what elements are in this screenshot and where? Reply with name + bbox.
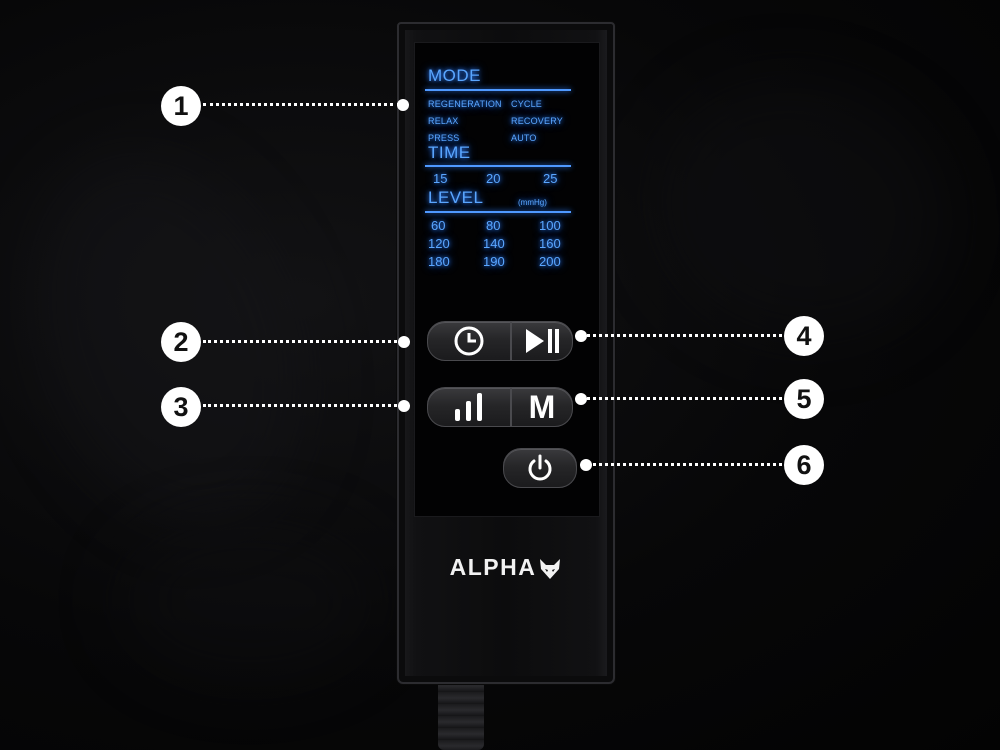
- time-value: 20: [486, 171, 501, 186]
- level-divider: [425, 211, 571, 213]
- mode-relax: RELAX: [428, 116, 459, 126]
- callout-2: 2: [161, 322, 201, 362]
- mode-header: MODE: [428, 66, 481, 85]
- callout-1-leader: [203, 103, 400, 106]
- mode-press: PRESS: [428, 133, 460, 143]
- level-value: 160: [539, 236, 561, 251]
- level-value: 140: [483, 236, 505, 251]
- mode-divider: [425, 89, 571, 91]
- level-value: 60: [431, 218, 446, 233]
- level-button[interactable]: [427, 387, 511, 427]
- callout-2-leader: [203, 340, 402, 343]
- level-unit: (mmHg): [518, 198, 547, 207]
- brand-name: ALPHA: [449, 554, 537, 580]
- callout-4-leader: [582, 334, 782, 337]
- callout-5-pin: [575, 393, 587, 405]
- level-value: 120: [428, 236, 450, 251]
- play-pause-icon: [526, 329, 559, 353]
- callout-3-pin: [398, 400, 410, 412]
- callout-6-leader: [588, 463, 782, 466]
- bars-icon: [455, 393, 482, 421]
- callout-5: 5: [784, 379, 824, 419]
- callout-4-pin: [575, 330, 587, 342]
- clock-icon: [454, 326, 484, 356]
- remote-control: MODE REGENERATION CYCLE RELAX RECOVERY P…: [397, 22, 615, 684]
- time-value: 15: [433, 171, 448, 186]
- time-divider: [425, 165, 571, 167]
- mode-button[interactable]: M: [511, 387, 573, 427]
- level-value: 190: [483, 254, 505, 269]
- callout-5-leader: [582, 397, 782, 400]
- background-fold: [120, 520, 380, 680]
- level-header: LEVEL: [428, 188, 484, 207]
- level-value: 200: [539, 254, 561, 269]
- mode-recovery: RECOVERY: [511, 116, 563, 126]
- callout-1: 1: [161, 86, 201, 126]
- play-pause-button[interactable]: [511, 321, 573, 361]
- power-icon: [528, 454, 552, 481]
- time-header: TIME: [428, 143, 471, 162]
- level-value: 180: [428, 254, 450, 269]
- callout-6-pin: [580, 459, 592, 471]
- power-button[interactable]: [503, 448, 577, 488]
- callout-2-pin: [398, 336, 410, 348]
- mode-auto: AUTO: [511, 133, 537, 143]
- mode-button-label: M: [528, 388, 556, 425]
- time-value: 25: [543, 171, 558, 186]
- callout-1-pin: [397, 99, 409, 111]
- callout-3-leader: [203, 404, 402, 407]
- control-panel: MODE REGENERATION CYCLE RELAX RECOVERY P…: [414, 42, 600, 517]
- mode-regeneration: REGENERATION: [428, 99, 502, 109]
- callout-4: 4: [784, 316, 824, 356]
- callout-3: 3: [161, 387, 201, 427]
- brand-logo: ALPHA: [419, 554, 593, 581]
- callout-6: 6: [784, 445, 824, 485]
- timer-button[interactable]: [427, 321, 511, 361]
- wolf-icon: [540, 558, 561, 579]
- level-value: 80: [486, 218, 501, 233]
- lcd-display: MODE REGENERATION CYCLE RELAX RECOVERY P…: [425, 63, 585, 303]
- level-value: 100: [539, 218, 561, 233]
- mode-cycle: CYCLE: [511, 99, 543, 109]
